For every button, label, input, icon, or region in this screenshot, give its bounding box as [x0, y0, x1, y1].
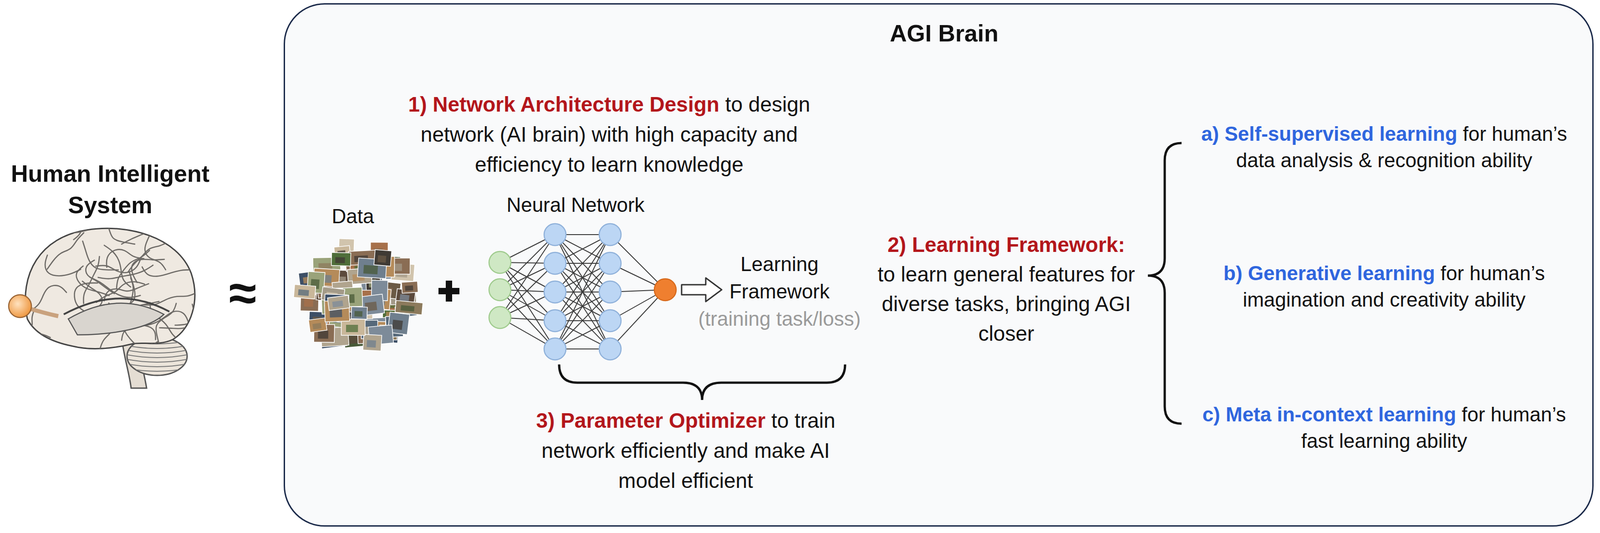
method-heading: c) Meta in-context learning [1202, 402, 1457, 426]
brain-fold [115, 342, 153, 380]
brain-fold [150, 302, 182, 342]
method-heading: a) Self-supervised learning [1201, 122, 1458, 145]
output-arrow [681, 277, 722, 302]
brain-fold [1, 339, 57, 344]
caption-block: Neural Network [479, 192, 672, 218]
component-block: 2) Learning Framework:to learn general f… [867, 229, 1146, 349]
caption-block: Data [302, 203, 403, 230]
neuron [544, 337, 566, 360]
neuron [489, 251, 511, 274]
neuron [489, 306, 511, 329]
brain-fold [160, 191, 182, 231]
data-thumbnail [373, 249, 392, 267]
curly-bracket [559, 364, 846, 400]
brain-fold [95, 258, 141, 273]
brain-fold [175, 309, 229, 326]
data-thumbnail [362, 334, 383, 352]
data-thumbnail [308, 317, 327, 333]
plus-symbol [445, 280, 453, 302]
region-title: AGI Brain [285, 19, 1593, 47]
brain-fold [76, 265, 110, 296]
neuron [654, 278, 677, 301]
neuron [599, 223, 622, 246]
component-block: 1) Network Architecture Design to design… [399, 89, 819, 180]
data-thumbnail [401, 281, 419, 294]
network-weight [499, 234, 556, 318]
data-thumbnail [395, 300, 423, 315]
network-weight [555, 263, 611, 349]
neuron [489, 278, 511, 301]
cerebellum-fold [125, 349, 189, 353]
lateral-sulcus [63, 298, 170, 315]
neuron [544, 280, 566, 303]
cerebellum-fold [125, 354, 189, 358]
brain-fold [144, 230, 166, 270]
brain-illustration [0, 191, 229, 388]
cerebellum-fold [125, 358, 189, 362]
component-description: to learn general features for diverse ta… [877, 262, 1135, 346]
brain-fold [137, 221, 174, 241]
optic-nerve [27, 307, 59, 316]
network-weight [555, 234, 611, 321]
data-caption: Data [331, 204, 375, 228]
caption-block: Learning Framework(training task/loss) [683, 250, 876, 333]
cerebellum-fold [125, 345, 189, 349]
neuron [544, 309, 566, 332]
brain-fold [5, 333, 51, 354]
approx-symbol: ≈ [229, 264, 257, 321]
neuron [599, 337, 622, 360]
symbol-block: ≈ [206, 265, 280, 321]
brain-fold [29, 230, 87, 235]
component-heading: 1) Network Architecture Design [408, 92, 720, 117]
cerebellum-fold [125, 372, 189, 376]
data-thumbnail [327, 295, 350, 311]
data-collage [293, 238, 423, 352]
cerebrum [25, 228, 195, 349]
network-weight [555, 234, 611, 321]
network-caption: Neural Network [506, 193, 645, 216]
method-block: c) Meta in-context learning for human’s … [1188, 401, 1580, 454]
brain-fold [0, 329, 33, 352]
neural-network [489, 223, 677, 360]
eye [8, 294, 32, 318]
framework-caption: Learning Framework [720, 250, 839, 306]
neuron [599, 309, 622, 332]
neuron [544, 252, 566, 275]
network-weight [555, 263, 611, 349]
brain-fold [30, 285, 67, 311]
method-heading: b) Generative learning [1223, 261, 1436, 285]
data-thumbnail [293, 284, 316, 299]
neuron [599, 280, 622, 303]
method-block: b) Generative learning for human’s imagi… [1188, 259, 1580, 313]
neuron [544, 223, 566, 246]
curly-brace [1147, 142, 1182, 424]
system-heading-block: Human Intelligent System [0, 157, 220, 221]
component-heading: 2) Learning Framework: [867, 229, 1146, 260]
system-heading: Human Intelligent System [10, 160, 210, 219]
cerebellum-fold [125, 363, 189, 367]
component-block: 3) Parameter Optimizer to train network … [512, 405, 859, 496]
framework-note: (training task/loss) [683, 305, 876, 333]
brain-fold [142, 266, 193, 277]
cerebellum-fold [125, 367, 189, 372]
component-heading: 3) Parameter Optimizer [535, 408, 766, 433]
method-block: a) Self-supervised learning for human’s … [1188, 120, 1580, 174]
temporal-lobe [68, 302, 164, 335]
brain-fold [47, 232, 84, 270]
data-thumbnail [351, 306, 368, 320]
neuron [599, 252, 622, 275]
brain-fold [121, 230, 170, 245]
data-thumbnail [331, 252, 352, 266]
